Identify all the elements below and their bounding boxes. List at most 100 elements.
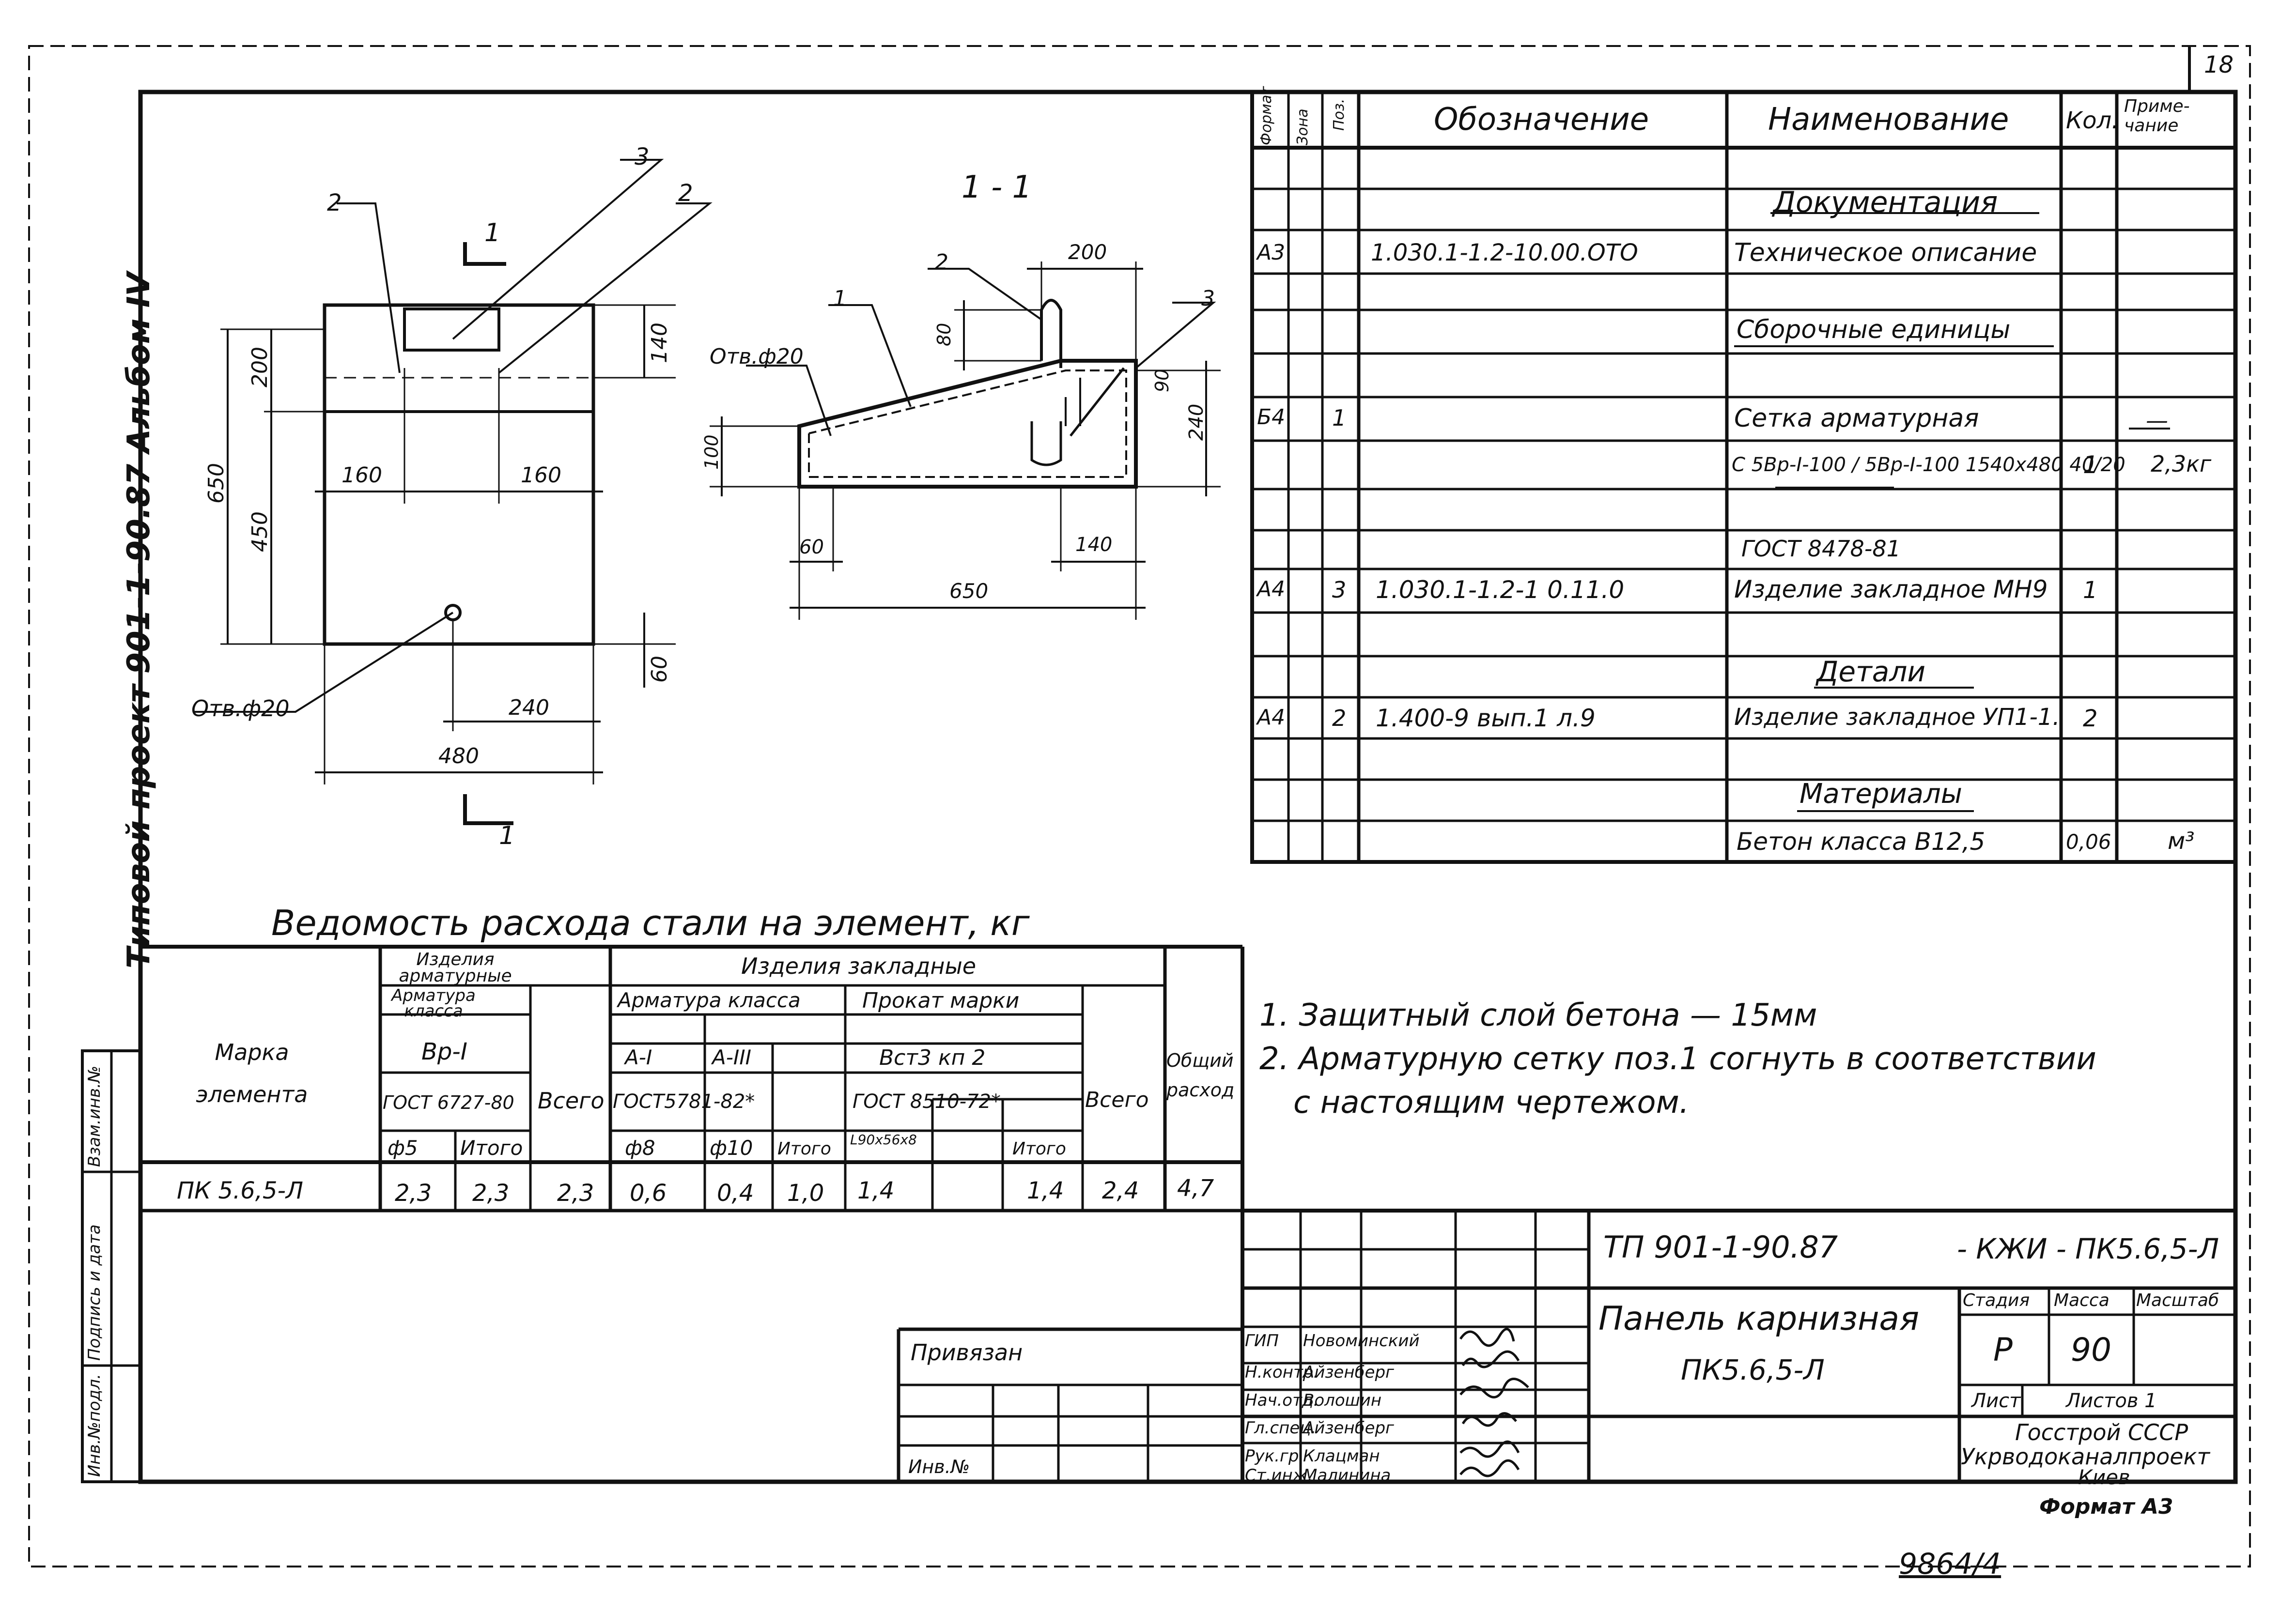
- spec-row-3-pos: 1: [1332, 405, 1347, 431]
- spec-row-6-format: А4: [1257, 577, 1286, 601]
- section-view: [710, 261, 1221, 620]
- section-dim-200: 200: [1068, 240, 1107, 264]
- spec-row-6-name: Изделие закладное МН9: [1734, 575, 2048, 603]
- tb-name-line2: ПК5.6,5-Л: [1681, 1353, 1825, 1386]
- strip-replace-label: Взам.инв.№: [85, 1065, 104, 1167]
- tb-org2: Укрводоканалпроект: [1961, 1444, 2210, 1470]
- steel-row-d8: 0,6: [630, 1180, 667, 1207]
- spec-row-2-name: Сборочные единицы: [1737, 315, 2011, 344]
- spec-row-8-qty: 2: [2083, 705, 2098, 732]
- tb-role-3: Гл.спец.: [1245, 1418, 1317, 1438]
- plan-dim-200: 200: [248, 347, 272, 387]
- format-label: Формат А3: [2039, 1494, 2173, 1519]
- tb-stage: Р: [1993, 1331, 2013, 1368]
- steel-row-d10: 0,4: [717, 1180, 754, 1207]
- spec-row-6-qty: 1: [2083, 577, 2098, 604]
- steel-h-total1: Итого: [460, 1136, 523, 1160]
- steel-h-total3: Итого: [1012, 1139, 1066, 1159]
- strip-inv-label: Инв.№подл.: [85, 1374, 104, 1477]
- plan-dim-160b: 160: [521, 463, 561, 488]
- spec-row-10-note: м³: [2168, 828, 2195, 855]
- steel-h-reinf-class: Арматура класса: [391, 986, 476, 1021]
- tb-sheet-label: Лист: [1971, 1390, 2021, 1412]
- section-title: 1 - 1: [962, 169, 1032, 205]
- tb-mass-label: Масса: [2054, 1290, 2110, 1310]
- tb-role-4: Рук.гр.: [1245, 1446, 1304, 1466]
- steel-row-all1: 2,3: [557, 1180, 594, 1207]
- spec-row-8-pos: 2: [1332, 705, 1347, 731]
- steel-h-a1: А-I: [625, 1045, 652, 1069]
- tb-stage-label: Стадия: [1963, 1290, 2030, 1310]
- spec-row-10-qty: 0,06: [2066, 830, 2111, 854]
- steel-h-grand: Общий расход: [1166, 1050, 1235, 1101]
- plan-pos-2a: 2: [327, 189, 342, 216]
- steel-h-d10: ф10: [710, 1136, 753, 1160]
- side-title: Типовой проект 901-1-90.87 Альбом IV: [121, 272, 157, 968]
- tb-bound: Привязан: [911, 1339, 1023, 1366]
- spec-row-9-name: Материалы: [1800, 778, 1962, 810]
- spec-row-10-name: Бетон класса В12,5: [1737, 828, 1986, 856]
- steel-row-total3: 1,4: [1027, 1177, 1064, 1204]
- steel-h-embed-gost: ГОСТ5781-82*: [613, 1091, 755, 1113]
- section-pos-2: 2: [935, 250, 948, 275]
- steel-h-rolled: Прокат марки: [862, 988, 1020, 1013]
- steel-h-mark: Марка элемента: [196, 1039, 308, 1108]
- steel-table-lines: [140, 945, 1244, 1213]
- steel-h-reinf-grade: Вр-I: [421, 1038, 467, 1065]
- spec-row-4-qty: 1: [2083, 451, 2098, 479]
- spec-row-8-format: А4: [1257, 705, 1286, 730]
- steel-row-all2: 2,4: [1102, 1177, 1139, 1204]
- spec-row-5-name: ГОСТ 8478-81: [1741, 536, 1901, 562]
- plan-pos-3: 3: [635, 143, 650, 170]
- spec-row-0-name: Документация: [1773, 185, 1998, 219]
- spec-row-8-designation: 1.400-9 вып.1 л.9: [1376, 704, 1596, 732]
- note-2: 2. Арматурную сетку поз.1 согнуть в соот…: [1259, 1041, 2096, 1077]
- spec-row-3-note: —: [2146, 407, 2168, 433]
- plan-view: [194, 159, 713, 825]
- spec-row-6-designation: 1.030.1-1.2-1 0.11.0: [1376, 576, 1625, 604]
- plan-pos-2b: 2: [678, 180, 693, 207]
- steel-h-a3: А-III: [712, 1045, 752, 1069]
- section-dim-90: 90: [1151, 369, 1173, 392]
- section-dim-60: 60: [799, 536, 824, 558]
- section-pos-1: 1: [833, 286, 847, 311]
- tb-name-4: Клацман: [1303, 1446, 1380, 1466]
- section-dim-100: 100: [701, 434, 722, 470]
- tb-name-2: Волошин: [1303, 1391, 1382, 1410]
- note-2-cont: с настоящим чертежом.: [1293, 1085, 1690, 1121]
- tb-role-5: Ст.инж.: [1245, 1466, 1313, 1485]
- tb-name-5: Малинина: [1303, 1466, 1391, 1485]
- steel-h-all2: Всего: [1085, 1088, 1149, 1112]
- tb-name-line1: Панель карнизная: [1598, 1300, 1920, 1338]
- spec-row-3-name: Сетка арматурная: [1734, 404, 1979, 433]
- archive-number: 9864/4: [1899, 1547, 2001, 1581]
- spec-row-7-name: Детали: [1816, 655, 1926, 688]
- signatures: [1459, 1328, 1529, 1477]
- outer-trim-frame: [28, 45, 2251, 1567]
- tb-code-suffix: - КЖИ - ПК5.6,5-Л: [1957, 1232, 2219, 1265]
- spec-row-8-name: Изделие закладное УП1-1.: [1734, 704, 2060, 731]
- steel-h-d5: ф5: [388, 1136, 418, 1160]
- tb-role-0: ГИП: [1245, 1331, 1279, 1351]
- plan-dim-450: 450: [248, 511, 272, 552]
- spec-h-designation: Обозначение: [1434, 102, 1649, 138]
- steel-row-total2: 1,0: [787, 1180, 824, 1207]
- spec-row-1-name: Техническое описание: [1734, 238, 2037, 267]
- spec-h-pos: Поз.: [1331, 98, 1348, 131]
- steel-h-d8: ф8: [625, 1136, 655, 1160]
- steel-h-embed-class: Арматура класса: [618, 988, 801, 1012]
- spec-row-6-pos: 3: [1332, 577, 1347, 603]
- steel-row-mark: ПК 5.6,5-Л: [177, 1177, 303, 1204]
- spec-row-4-name: С 5Вр-I-100 / 5Вр-I-100 1540х480 40/20: [1732, 454, 2125, 476]
- spec-h-name: Наименование: [1768, 102, 2009, 138]
- tb-mass: 90: [2071, 1331, 2111, 1368]
- section-dim-80: 80: [933, 323, 955, 346]
- sheet-number: 18: [2204, 51, 2234, 78]
- tb-code: ТП 901-1-90.87: [1603, 1229, 1838, 1265]
- plan-dim-240: 240: [509, 695, 549, 720]
- steel-table-title: Ведомость расхода стали на элемент, кг: [271, 903, 1030, 943]
- tb-org3: Киев: [2078, 1465, 2130, 1489]
- plan-hole-label: Отв.ф20: [191, 695, 290, 722]
- spec-row-1-format: А3: [1257, 240, 1286, 265]
- plan-section-mark-bottom: 1: [499, 821, 515, 850]
